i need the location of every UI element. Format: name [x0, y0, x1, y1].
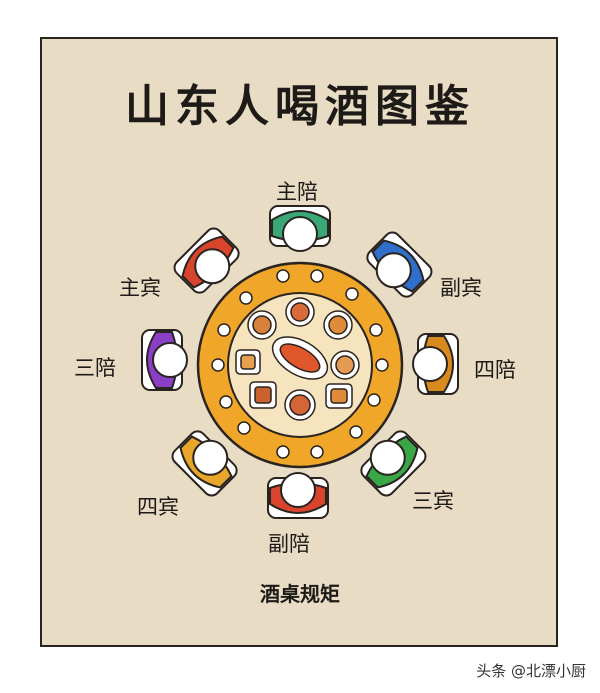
person-head	[194, 248, 231, 285]
seat-third-host	[141, 329, 188, 391]
place-settings	[211, 269, 389, 459]
person-head	[152, 342, 188, 378]
dishes	[235, 297, 360, 421]
seat-fourth-host	[412, 333, 459, 395]
seat-main-guest	[173, 227, 240, 294]
seat-label-fourth-guest: 四宾	[137, 495, 179, 519]
seat-label-vice-host: 副陪	[268, 532, 310, 556]
person-head	[369, 439, 406, 476]
seat-label-third-guest: 三宾	[412, 489, 454, 513]
seat-label-main-guest: 主宾	[119, 276, 161, 300]
seat-label-fourth-host: 四陪	[474, 358, 516, 382]
seat-label-host: 主陪	[276, 180, 318, 204]
person-head	[282, 216, 318, 252]
watermark: 头条 @北漂小厨	[476, 662, 586, 680]
seat-label-vice-guest: 副宾	[440, 276, 482, 300]
fish	[279, 343, 321, 373]
caption: 酒桌规矩	[260, 582, 340, 606]
person-head	[412, 346, 448, 382]
person-head	[192, 439, 229, 476]
person-head	[280, 472, 316, 508]
seat-vice-guest	[366, 231, 433, 298]
seat-fourth-guest	[171, 430, 238, 497]
seat-third-guest	[360, 430, 427, 497]
seat-host	[269, 205, 331, 252]
seat-label-third-host: 三陪	[74, 356, 116, 380]
page-title: 山东人喝酒图鉴	[125, 81, 475, 132]
seat-vice-host	[267, 472, 329, 519]
person-head	[375, 252, 412, 289]
